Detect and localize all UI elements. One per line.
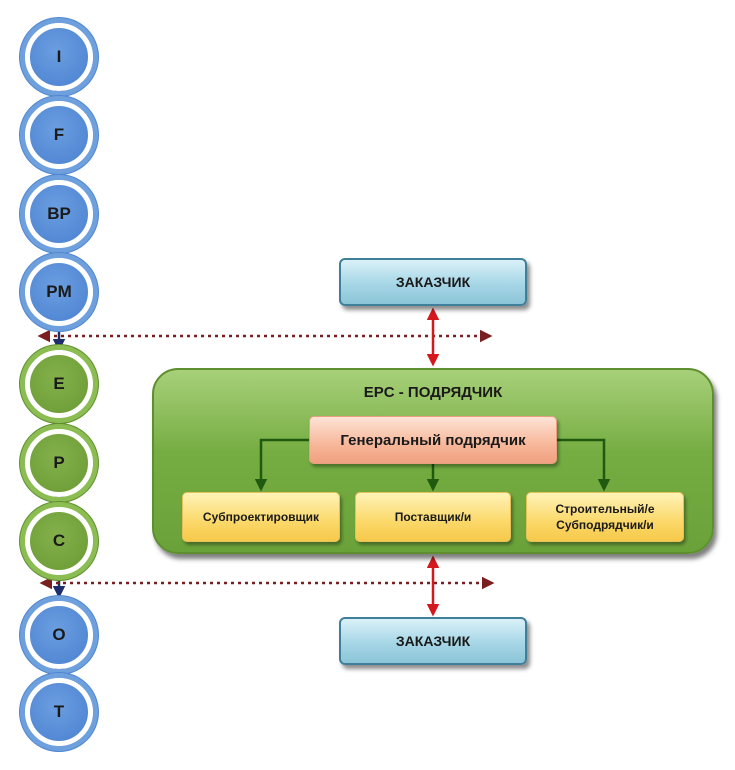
branch-arrow-right — [557, 438, 611, 492]
phase-label: E — [53, 374, 65, 393]
phase-label: I — [56, 47, 62, 66]
phase-circle-bp: BP — [25, 180, 93, 248]
construction-subcontractor-box: Строительный/е Субподрядчик/и — [526, 492, 684, 542]
phase-circle-o: O — [25, 601, 93, 669]
phase-circle-pm: PM — [25, 258, 93, 326]
general-contractor-label: Генеральный подрядчик — [340, 431, 526, 449]
phase-circle-c: C — [25, 507, 93, 575]
phase-circle-p: P — [25, 429, 93, 497]
phase-label: O — [52, 625, 66, 644]
epc-title: EPC - ПОДРЯДЧИК — [363, 384, 503, 401]
sub-label: Субпроектировщик — [202, 510, 320, 524]
customer-label: ЗАКАЗЧИК — [395, 633, 471, 649]
customer-box-top: ЗАКАЗЧИК — [339, 258, 527, 306]
supplier-box: Поставщик/и — [355, 492, 511, 542]
phase-circle-e: E — [25, 350, 93, 418]
phase-label: BP — [47, 204, 71, 223]
sub-label: Поставщик/и — [394, 510, 472, 524]
phase-label: P — [53, 453, 65, 472]
phase-label: F — [53, 125, 65, 144]
phase-circle-i: I — [25, 23, 93, 91]
phase-label: C — [52, 531, 66, 550]
sub-label: Строительный/е Субподрядчик/и — [555, 502, 655, 532]
branch-arrow-left — [254, 438, 309, 492]
phase-label: T — [53, 702, 65, 721]
phase-circle-f: F — [25, 101, 93, 169]
customer-label: ЗАКАЗЧИК — [395, 274, 471, 290]
general-contractor-box: Генеральный подрядчик — [309, 416, 557, 464]
phase-circle-t: T — [25, 678, 93, 746]
phase-label: PM — [46, 282, 72, 301]
sub-designer-box: Субпроектировщик — [182, 492, 340, 542]
customer-box-bottom: ЗАКАЗЧИК — [339, 617, 527, 665]
